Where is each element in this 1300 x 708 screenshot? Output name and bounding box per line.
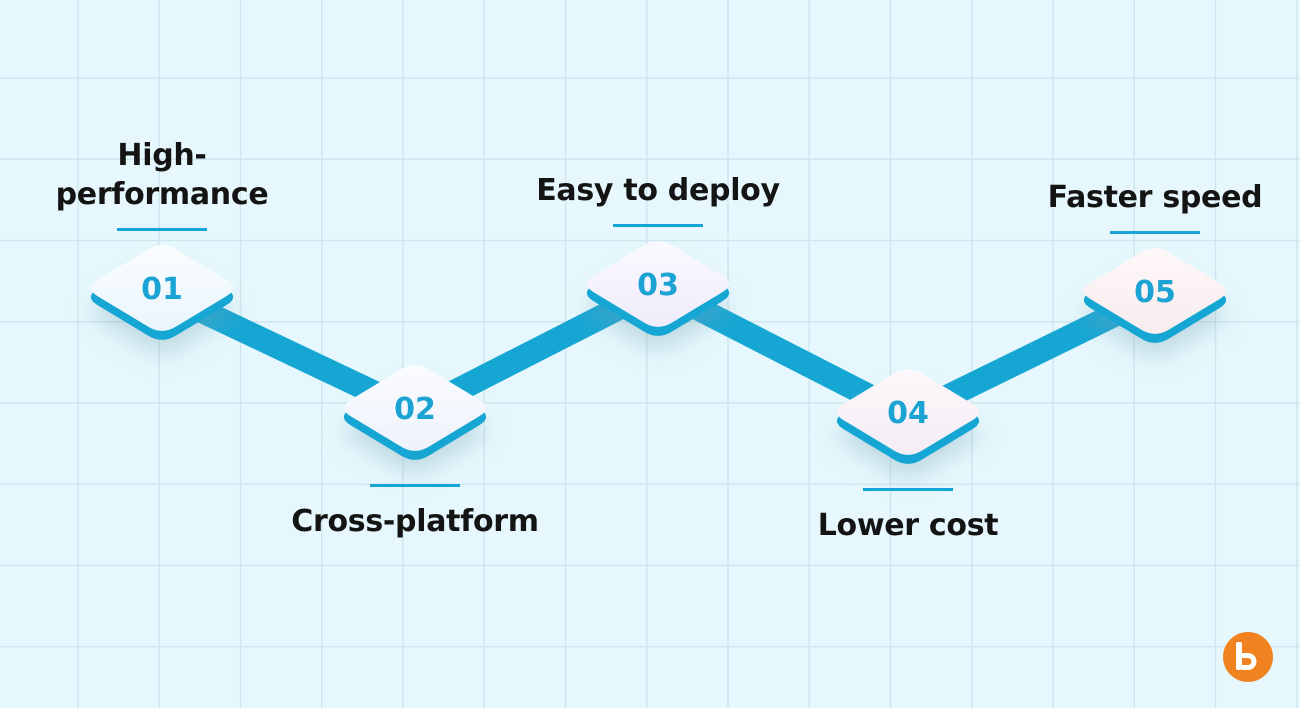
step-node-04: 04: [836, 369, 980, 464]
step-underline: [117, 228, 207, 231]
step-node-face: [343, 365, 487, 451]
nodes-layer: 01 02 03 04 05: [90, 224, 1227, 491]
step-label-05: Faster speed: [1047, 180, 1263, 215]
step-label-04: Lower cost: [817, 508, 999, 543]
step-node-01: 01: [90, 245, 234, 340]
step-label-02: Cross-platform: [291, 504, 539, 539]
step-number: 03: [637, 268, 679, 303]
step-label-03: Easy to deploy: [536, 173, 780, 208]
step-node-face: [586, 241, 730, 327]
step-node-face: [90, 245, 234, 331]
step-number: 02: [394, 392, 436, 427]
step-label-01: High-performance: [55, 138, 269, 212]
brand-logo-icon: [1223, 632, 1273, 682]
step-underline: [863, 488, 953, 491]
step-number: 05: [1134, 275, 1176, 310]
step-node-face: [836, 369, 980, 455]
step-underline: [1110, 231, 1200, 234]
step-number: 04: [887, 396, 929, 431]
step-node-05: 05: [1083, 248, 1227, 343]
step-node-02: 02: [343, 365, 487, 460]
step-node-face: [1083, 248, 1227, 334]
step-underline: [370, 484, 460, 487]
step-node-03: 03: [586, 241, 730, 336]
step-underline: [613, 224, 703, 227]
step-number: 01: [141, 272, 183, 307]
